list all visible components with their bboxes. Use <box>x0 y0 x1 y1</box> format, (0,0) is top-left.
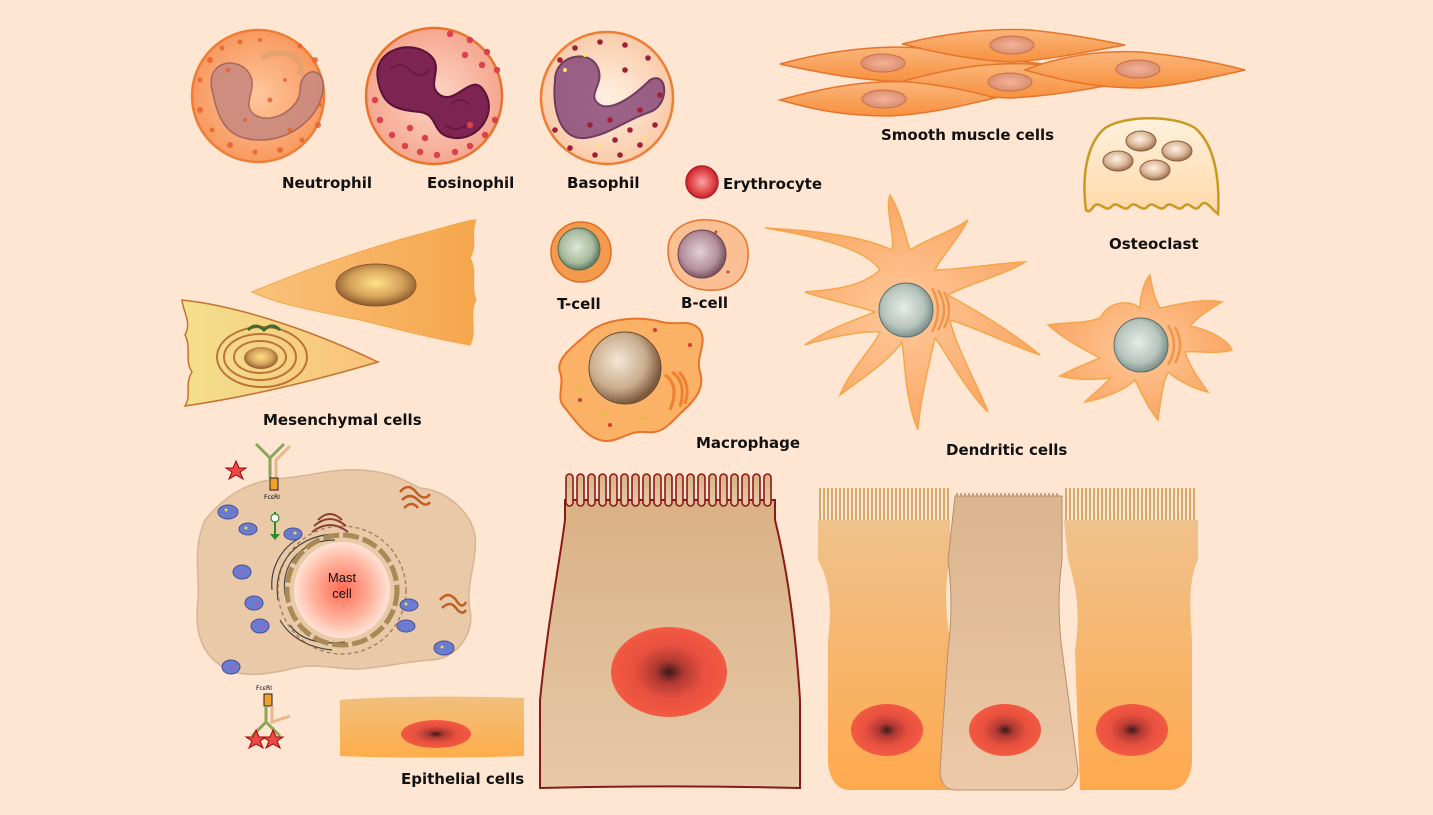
label-smooth-muscle: Smooth muscle cells <box>881 126 1055 144</box>
microvillus <box>609 473 618 507</box>
columnar-epithelial-cells <box>818 488 1198 791</box>
label-neutrophil: Neutrophil <box>282 174 372 192</box>
label-fceri-bottom: FcεRI <box>256 685 272 692</box>
microvillus <box>686 473 695 507</box>
flat-epithelial-cell <box>340 696 524 758</box>
microvillus <box>565 473 574 507</box>
eosinophil-cell <box>364 26 504 166</box>
microvillus <box>719 473 728 507</box>
b-cell <box>667 219 749 291</box>
microvillus <box>708 473 717 507</box>
fceri-receptor-bottom <box>244 693 291 750</box>
osteoclast-cell <box>1083 117 1220 217</box>
microvillus <box>587 473 596 507</box>
basophil-cell <box>539 30 675 166</box>
macrophage-cell <box>558 317 704 443</box>
microvillus <box>730 473 739 507</box>
t-cell <box>550 221 612 283</box>
label-macrophage: Macrophage <box>696 434 801 452</box>
microvillus <box>664 473 673 507</box>
label-b-cell: B-cell <box>681 294 729 312</box>
label-fceri-top: FcεRI <box>264 494 280 501</box>
microvillus <box>576 473 585 507</box>
microvillus <box>631 473 640 507</box>
large-epithelial-cell <box>539 473 801 790</box>
mast-label-line1: Mast <box>327 570 357 585</box>
microvillus <box>752 473 761 507</box>
fceri-receptor-top <box>224 442 292 540</box>
microvillus <box>763 473 772 507</box>
label-mast-cell: Mast cell <box>322 570 362 602</box>
microvillus <box>642 473 651 507</box>
label-eosinophil: Eosinophil <box>427 174 515 192</box>
microvillus <box>598 473 607 507</box>
label-mesenchymal: Mesenchymal cells <box>263 411 422 429</box>
erythrocyte-cell <box>685 165 719 199</box>
neutrophil-cell <box>190 28 326 164</box>
microvillus <box>697 473 706 507</box>
microvillus <box>653 473 662 507</box>
microvillus <box>741 473 750 507</box>
smooth-muscle-cells <box>777 28 1246 117</box>
label-epithelial: Epithelial cells <box>401 770 525 788</box>
dendritic-cell-large <box>764 193 1041 431</box>
label-t-cell: T-cell <box>557 295 601 313</box>
label-basophil: Basophil <box>567 174 640 192</box>
mast-label-line2: cell <box>332 586 352 601</box>
mesenchymal-cells <box>181 219 477 407</box>
label-dendritic: Dendritic cells <box>946 441 1068 459</box>
dendritic-cell-small <box>1046 273 1234 422</box>
label-erythrocyte: Erythrocyte <box>723 175 822 193</box>
label-osteoclast: Osteoclast <box>1109 235 1199 253</box>
microvillus <box>675 473 684 507</box>
mast-cell <box>196 442 477 750</box>
microvillus <box>620 473 629 507</box>
